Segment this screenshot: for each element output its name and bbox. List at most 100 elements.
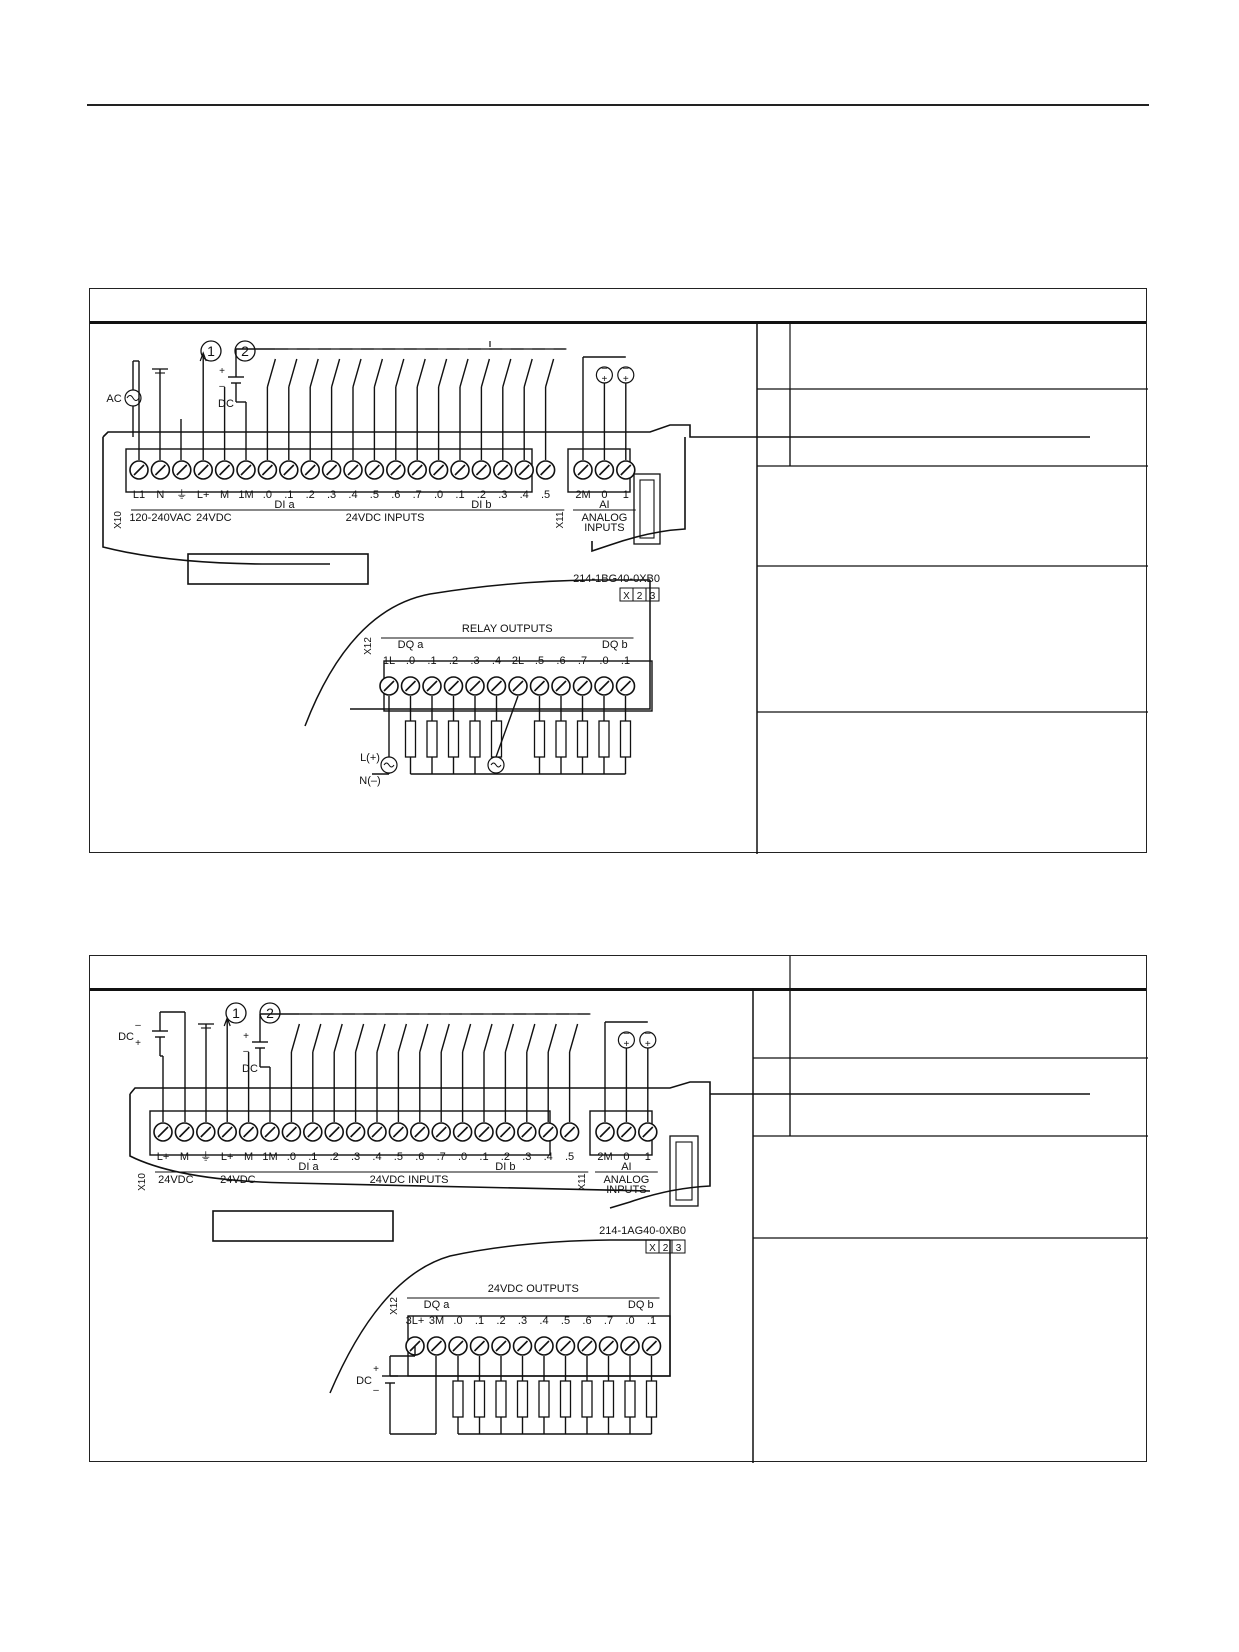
- output-terminal-label: .5: [561, 1315, 570, 1327]
- input-terminal-label: .2: [306, 489, 315, 501]
- input-terminal-label: .3: [498, 489, 507, 501]
- output-terminal-label: .4: [492, 655, 501, 667]
- input-terminal-label: ⏚: [176, 488, 187, 501]
- plus-sign: +: [243, 1031, 249, 1042]
- switch-contact: [568, 1023, 579, 1053]
- input-terminal-label: .4: [348, 489, 357, 501]
- screw-slot: [490, 680, 503, 692]
- analog-inputs-label: INPUTS: [584, 522, 624, 534]
- output-terminal-label: .1: [427, 655, 436, 667]
- output-terminal-label: .7: [578, 655, 587, 667]
- sensor-supply-label: 24VDC: [220, 1174, 256, 1186]
- part-number: 214-1AG40-0XB0: [599, 1225, 686, 1237]
- din-clip-inner: [675, 1141, 693, 1201]
- switch-contact: [288, 358, 298, 388]
- screw-slot: [624, 1340, 636, 1352]
- output-terminal-label: .3: [470, 655, 479, 667]
- switch-contact: [266, 358, 277, 388]
- screw-slot: [261, 464, 273, 476]
- screw-slot: [264, 1126, 276, 1138]
- screw-slot: [642, 1126, 654, 1138]
- switch-contact: [376, 1023, 386, 1053]
- load-symbol: [624, 1380, 636, 1418]
- screw-slot: [475, 464, 487, 476]
- load-symbol: [619, 720, 632, 758]
- analog-inputs-label: ANALOG: [603, 1174, 649, 1186]
- analog-minus: –: [645, 1028, 651, 1039]
- dq-b-label: DQ b: [628, 1299, 654, 1311]
- dq-a-label: DQ a: [398, 639, 425, 651]
- output-terminal-label: .0: [599, 655, 608, 667]
- sine-icon: [490, 762, 502, 768]
- input-terminal-label: L+: [197, 489, 210, 501]
- input-terminal-label: .0: [458, 1151, 467, 1163]
- version-badge-text: 3: [676, 1243, 682, 1254]
- switch-contact: [416, 358, 426, 388]
- input-terminal-label: .7: [413, 489, 422, 501]
- input-terminal-label: .4: [544, 1151, 553, 1163]
- analog-minus: –: [624, 1028, 630, 1039]
- x11-label: X11: [577, 1173, 588, 1190]
- callout-2-number: 2: [266, 1005, 274, 1021]
- part-number: 214-1BG40-0XB0: [573, 573, 660, 585]
- analog-inputs-label: INPUTS: [606, 1184, 646, 1196]
- input-terminal-label: 1M: [262, 1151, 277, 1163]
- plc-housing: [102, 424, 1090, 565]
- switch-contact: [419, 1023, 429, 1053]
- screw-slot: [452, 1340, 464, 1352]
- screw-slot: [473, 1340, 486, 1352]
- load-supply-wire: [495, 695, 519, 758]
- minus-sign: –: [373, 1385, 379, 1396]
- input-terminal-label: .5: [394, 1151, 403, 1163]
- input-terminal-label: .2: [501, 1151, 510, 1163]
- analog-terminal-label: 1: [623, 489, 629, 501]
- output-dc-label: DC: [356, 1375, 372, 1387]
- di-b-label: DI b: [471, 499, 491, 511]
- arrow-icon: [223, 1016, 231, 1027]
- sine-icon: [383, 762, 395, 768]
- screw-slot: [478, 1126, 490, 1138]
- screw-slot: [645, 1340, 658, 1352]
- screw-slot: [133, 464, 145, 476]
- input-terminal-label: .2: [477, 489, 486, 501]
- screw-slot: [368, 464, 380, 476]
- load-symbol: [533, 720, 546, 758]
- power-supply-label: 120-240VAC: [129, 512, 191, 524]
- minus-sign: –: [243, 1046, 249, 1057]
- plus-sign: +: [135, 1038, 141, 1049]
- screw-slot: [219, 464, 231, 476]
- screw-slot: [307, 1126, 319, 1138]
- switch-contact: [373, 358, 384, 388]
- switch-contact: [544, 358, 555, 388]
- switch-contact: [352, 358, 362, 388]
- load-symbol: [452, 1380, 464, 1418]
- switch-contact: [480, 358, 491, 388]
- screw-slot: [392, 1126, 404, 1138]
- x11-label: X11: [555, 511, 566, 528]
- screw-slot: [599, 1126, 611, 1138]
- screw-slot: [499, 1126, 511, 1138]
- switch-contact: [459, 358, 469, 388]
- load-symbol: [559, 1380, 572, 1418]
- screw-slot: [433, 464, 445, 476]
- screw-slot: [559, 1340, 572, 1352]
- screw-slot: [414, 1126, 426, 1138]
- screw-slot: [154, 464, 166, 476]
- screw-slot: [542, 1126, 554, 1138]
- input-terminal-label: .1: [479, 1151, 488, 1163]
- analog-minus: –: [602, 363, 608, 374]
- analog-source-icon: [617, 1031, 636, 1049]
- input-terminal-label: .1: [455, 489, 464, 501]
- ai-label: AI: [599, 499, 609, 511]
- din-clip-inner: [639, 479, 655, 539]
- expansion-slot: [212, 1210, 394, 1242]
- screw-slot: [328, 1126, 340, 1138]
- switch-contact: [354, 1023, 365, 1053]
- screw-slot: [620, 464, 632, 476]
- screw-slot: [598, 680, 610, 692]
- output-terminal-label: .0: [625, 1315, 634, 1327]
- outputs-title: 24VDC OUTPUTS: [488, 1283, 579, 1295]
- input-terminal-label: .7: [437, 1151, 446, 1163]
- input-terminal-label: 1M: [238, 489, 253, 501]
